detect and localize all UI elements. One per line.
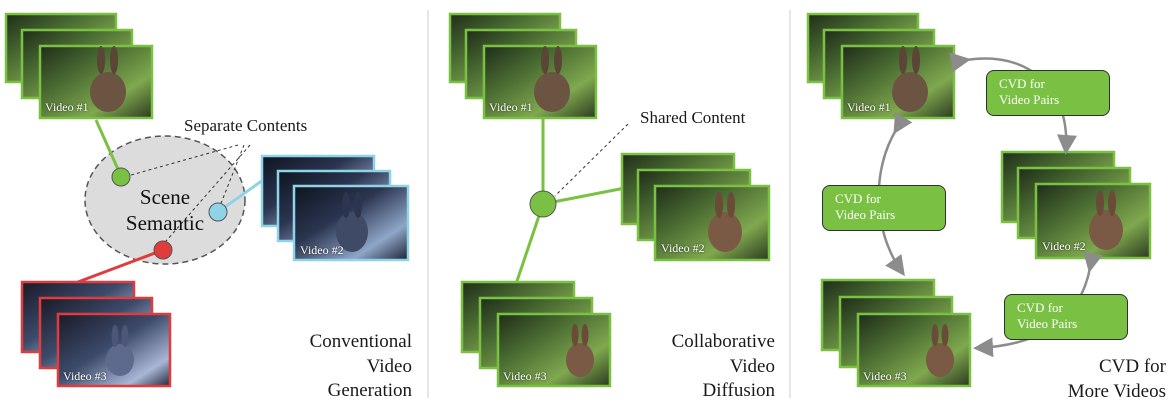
cvd-pair-box-bottom-line-2: Video Pairs bbox=[1017, 315, 1078, 331]
panel-title-collaborative: Collaborative Video Diffusion bbox=[672, 330, 775, 404]
cvd-pair-box-top-line-2: Video Pairs bbox=[999, 91, 1060, 107]
video1-label: Video #1 bbox=[45, 100, 89, 114]
cvd-pair-box-bottom-line-1: CVD for bbox=[1017, 300, 1063, 315]
collab-video3-label: Video #3 bbox=[503, 369, 547, 383]
scene-semantic-line-1: Scene bbox=[139, 185, 191, 209]
panel-title-collaborative-line-1: Collaborative bbox=[671, 331, 775, 352]
collab-video-stack-3 bbox=[460, 280, 612, 388]
video-stack-1 bbox=[4, 12, 154, 120]
cvd-pair-box-left-line-1: CVD for bbox=[835, 191, 881, 206]
separate-contents-label: Separate Contents bbox=[184, 116, 308, 135]
more-video-stack-3 bbox=[820, 278, 972, 388]
cvd-pair-box-left: CVD for Video Pairs bbox=[822, 185, 946, 231]
video-stack-2 bbox=[260, 154, 410, 262]
collab-video3-connector bbox=[514, 203, 545, 285]
panel-title-more-videos-line-1: CVD for bbox=[1098, 356, 1166, 377]
panel-title-conventional-line-2: Video bbox=[366, 355, 412, 377]
collab-video1-label: Video #1 bbox=[489, 100, 533, 114]
video2-node bbox=[208, 202, 228, 222]
video3-connector bbox=[69, 248, 164, 287]
panel-title-conventional-line-1: Conventional bbox=[309, 331, 412, 352]
more-video-stack-1 bbox=[806, 12, 956, 120]
more-video2-label: Video #2 bbox=[1042, 239, 1086, 253]
video-stack-3 bbox=[20, 280, 172, 388]
more-video-stack-2 bbox=[1000, 150, 1152, 260]
video1-node bbox=[111, 167, 131, 187]
collab-video-stack-1 bbox=[448, 12, 598, 120]
cvd-pair-box-left-line-2: Video Pairs bbox=[835, 206, 896, 222]
panel-title-conventional-line-3: Generation bbox=[327, 380, 412, 402]
panel-title-conventional: Conventional Video Generation bbox=[310, 330, 412, 404]
collab-video2-label: Video #2 bbox=[661, 241, 705, 255]
collab-video-stack-2 bbox=[620, 152, 771, 262]
scene-semantic-ellipse bbox=[84, 135, 246, 265]
video3-label: Video #3 bbox=[63, 369, 107, 383]
cvd-pair-box-top-line-1: CVD for bbox=[999, 76, 1045, 91]
panel-title-more-videos: CVD for More Videos bbox=[1068, 355, 1166, 404]
cvd-pair-box-top: CVD for Video Pairs bbox=[986, 70, 1110, 116]
scene-semantic-line-2: Semantic bbox=[125, 211, 205, 236]
shared-content-pointer-line bbox=[554, 123, 629, 197]
separate-contents-pointer-lines bbox=[123, 144, 251, 249]
panel-title-collaborative-line-2: Video bbox=[729, 355, 775, 377]
video2-label: Video #2 bbox=[300, 243, 344, 257]
video3-node bbox=[153, 240, 173, 260]
shared-content-label: Shared Content bbox=[640, 108, 746, 127]
cvd-pair-box-bottom: CVD for Video Pairs bbox=[1004, 294, 1128, 340]
more-video3-label: Video #3 bbox=[863, 369, 907, 383]
scene-semantic-label: Scene Semantic bbox=[110, 184, 220, 237]
shared-content-node bbox=[529, 190, 557, 218]
panel-title-more-videos-line-2: More Videos bbox=[1067, 380, 1166, 402]
more-video1-label: Video #1 bbox=[847, 100, 891, 114]
collab-video2-connector bbox=[542, 186, 626, 206]
panel-title-collaborative-line-3: Diffusion bbox=[702, 380, 775, 402]
video1-connector bbox=[94, 119, 123, 177]
